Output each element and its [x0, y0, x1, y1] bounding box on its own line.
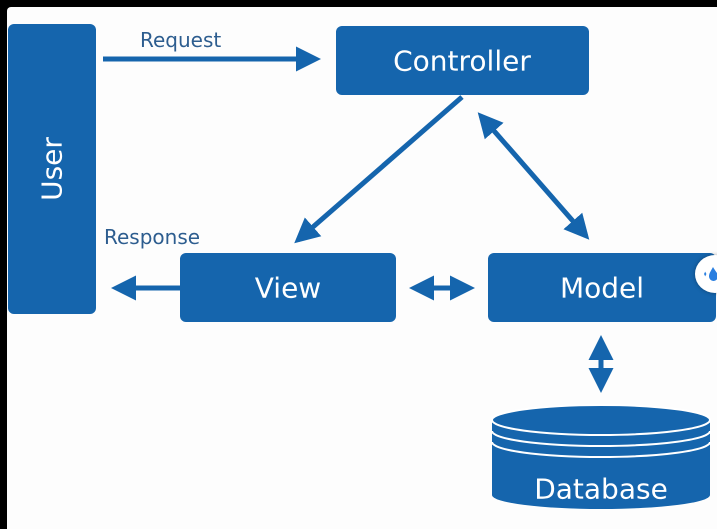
database-ring-2: [491, 441, 711, 458]
controller-box: [336, 26, 589, 95]
controller-to-view-arrow: [294, 95, 464, 244]
controller-label: Controller: [393, 45, 531, 78]
view-label: View: [255, 272, 321, 305]
controller-model-arrow: [477, 112, 590, 240]
user-node: User: [8, 24, 96, 314]
controller-node: Controller: [336, 26, 589, 95]
response-label: Response: [104, 225, 200, 249]
floating-action-button[interactable]: [695, 255, 717, 293]
view-box: [180, 253, 396, 322]
user-label: User: [36, 137, 69, 201]
database-ring-1: [491, 430, 711, 447]
database-node: Database: [491, 404, 711, 509]
model-box: [488, 253, 716, 322]
model-label: Model: [560, 272, 644, 305]
model-node: Model: [488, 253, 716, 322]
database-top: [491, 404, 711, 436]
sparkle-drops-icon: [704, 267, 717, 281]
database-label: Database: [534, 473, 668, 506]
user-box: [8, 24, 96, 314]
view-node: View: [180, 253, 396, 322]
database-body: [492, 420, 710, 509]
request-label: Request: [140, 28, 221, 52]
